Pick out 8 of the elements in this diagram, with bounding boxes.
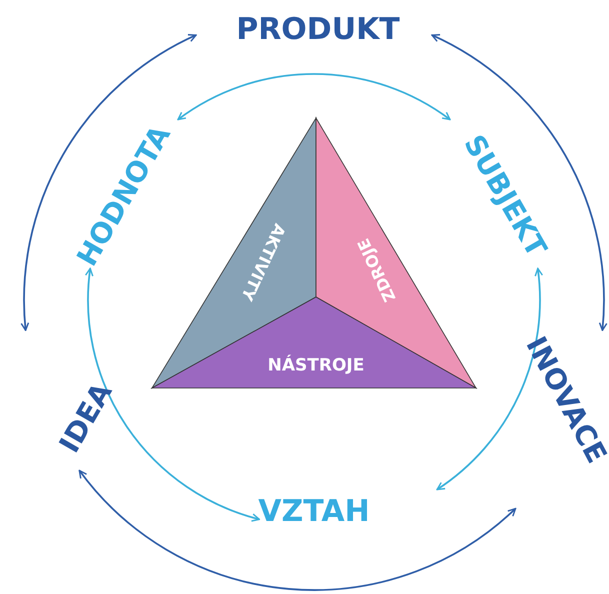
inner-concept-label: VZTAH (258, 497, 370, 527)
double-arrow (431, 34, 608, 332)
double-arrow (177, 73, 451, 120)
double-arrow (436, 268, 543, 490)
double-arrow (85, 268, 260, 522)
double-arrow (20, 34, 197, 332)
double-arrow (78, 470, 516, 591)
outer-concept-label: PRODUKT (236, 15, 400, 45)
